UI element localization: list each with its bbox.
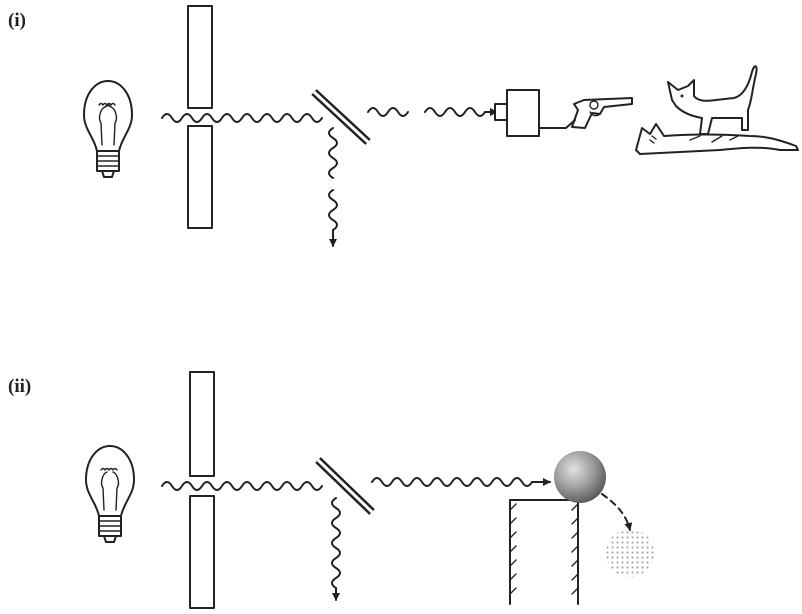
photo-wave-arrow-icon <box>331 497 341 601</box>
photo-wave-arrow-icon <box>329 127 337 246</box>
slit-wall-icon <box>187 5 213 229</box>
half-silvered-mirror-icon <box>315 457 375 515</box>
photon-wave-icon <box>161 113 323 123</box>
detector-icon <box>494 89 576 137</box>
panel-label-ii: (ii) <box>8 376 32 397</box>
light-bulb-icon <box>85 445 135 543</box>
photo-wave-arrow-icon <box>367 108 497 116</box>
cat-dead-icon <box>635 123 799 155</box>
photo-wave-arrow-icon <box>371 477 551 487</box>
photon-wave-icon <box>161 481 323 491</box>
falling-ball-icon <box>606 529 654 577</box>
cat-alive-icon <box>667 65 758 135</box>
slit-wall-icon <box>189 371 215 609</box>
panel-i <box>83 5 799 246</box>
panel-ii <box>85 371 654 609</box>
half-silvered-mirror-icon <box>311 89 371 145</box>
panel-label-i: (i) <box>8 10 26 31</box>
fall-arrow-icon <box>601 493 633 531</box>
ledge-icon <box>509 499 579 605</box>
revolver-icon <box>571 97 633 129</box>
light-bulb-icon <box>83 80 133 178</box>
ball-icon <box>554 451 606 503</box>
